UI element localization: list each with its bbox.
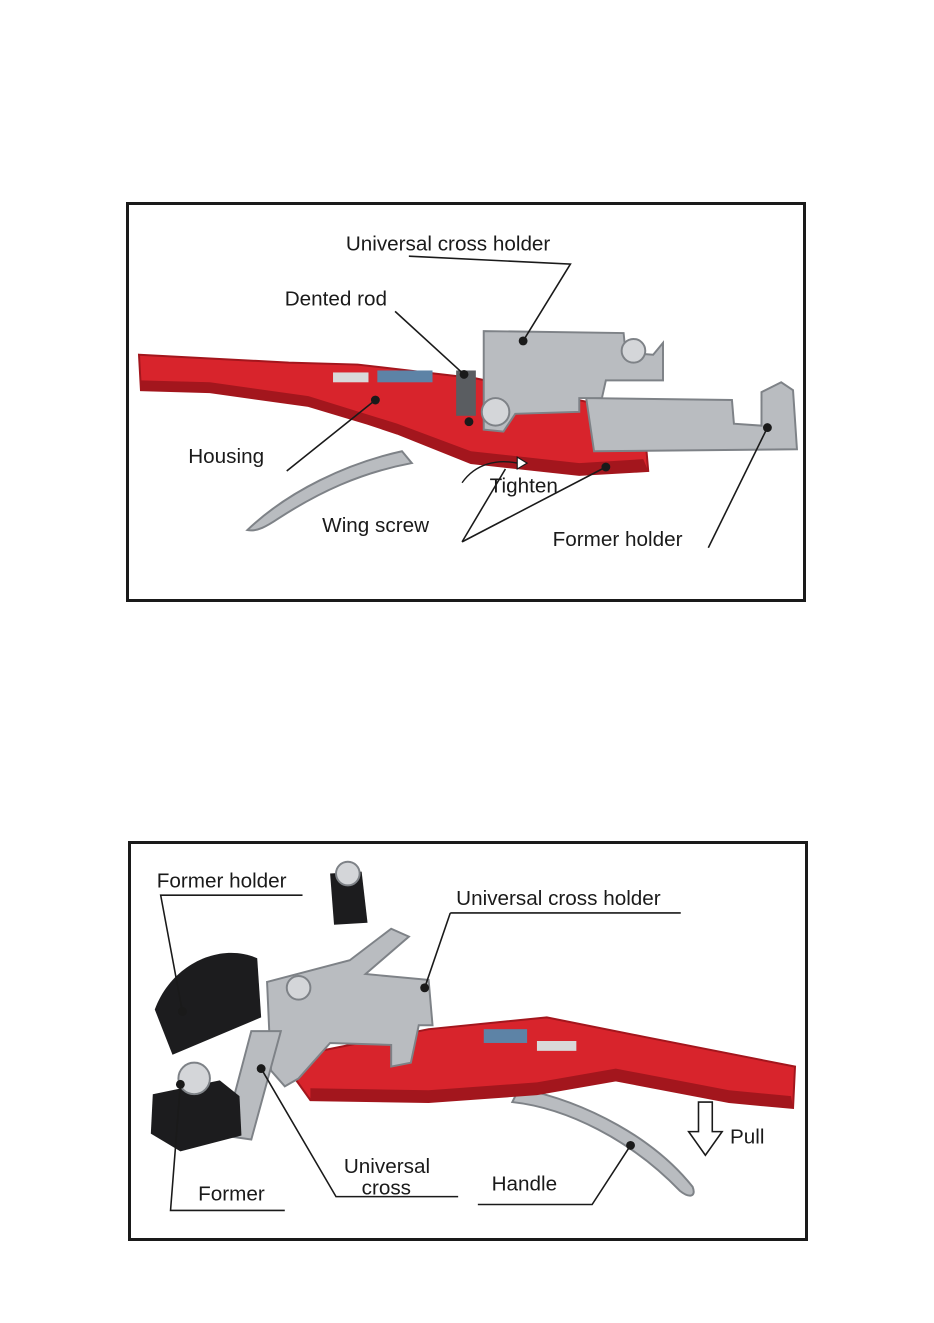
diagram-panel-bottom: Former holder Universal cross holder Pul… xyxy=(128,841,808,1241)
label-pull: Pull xyxy=(730,1125,764,1148)
label-dented-rod: Dented rod xyxy=(285,287,387,310)
former-holder-bracket xyxy=(586,382,797,451)
wing-screw xyxy=(287,976,311,1000)
former-holder-screw xyxy=(336,862,360,886)
pull-arrow-icon xyxy=(689,1102,722,1155)
label-universal-cross-holder: Universal cross holder xyxy=(456,887,661,910)
diagram-panel-top: Universal cross holder Dented rod Housin… xyxy=(126,202,806,602)
label-universal-cross-holder: Universal cross holder xyxy=(346,232,551,255)
former-upper xyxy=(155,953,261,1055)
label-wing-screw: Wing screw xyxy=(322,514,429,537)
housing-slot xyxy=(333,372,368,382)
former-screw xyxy=(178,1063,210,1095)
housing-slot xyxy=(537,1041,576,1051)
label-universal-cross-line2: cross xyxy=(362,1177,411,1200)
label-former: Former xyxy=(198,1183,265,1206)
wing-screw-knob xyxy=(622,339,646,363)
tool-diagram-top: Universal cross holder Dented rod Housin… xyxy=(129,205,803,599)
label-housing: Housing xyxy=(188,445,264,468)
label-former-holder: Former holder xyxy=(553,528,683,551)
wing-screw xyxy=(482,398,510,426)
label-former-holder: Former holder xyxy=(157,869,287,892)
label-tighten: Tighten xyxy=(490,475,558,498)
housing-label-plate xyxy=(377,370,432,382)
label-universal-cross-line1: Universal xyxy=(344,1155,430,1178)
housing-label-plate xyxy=(484,1029,527,1043)
tool-diagram-bottom: Former holder Universal cross holder Pul… xyxy=(131,844,805,1238)
label-handle: Handle xyxy=(492,1173,558,1196)
